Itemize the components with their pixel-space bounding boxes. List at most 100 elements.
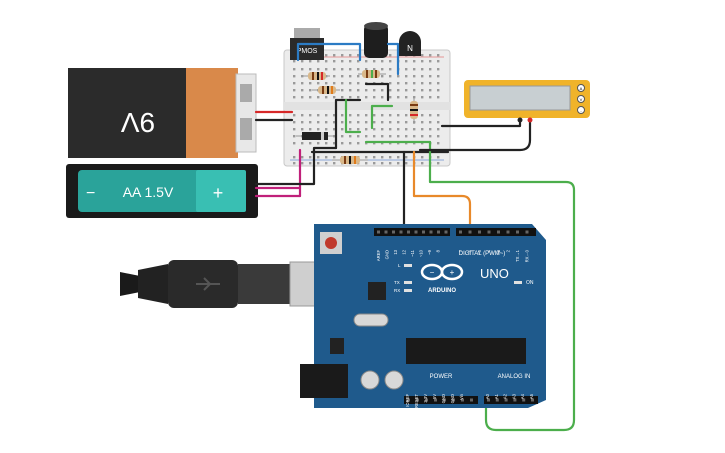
on-label: ON	[526, 280, 534, 286]
battery-aa-label: AA 1.5V	[123, 184, 174, 200]
pin-label: GND	[450, 394, 455, 403]
multimeter-terminal-v[interactable]	[577, 95, 585, 103]
capacitor[interactable]	[364, 22, 388, 58]
battery-aa-plus: +	[213, 183, 224, 203]
header-power[interactable]	[404, 396, 478, 404]
wires	[254, 42, 576, 432]
wire-orange-d7[interactable]	[412, 150, 472, 230]
diode[interactable]	[296, 132, 334, 140]
pin-label: 2	[506, 249, 511, 252]
resistor-2[interactable]	[312, 86, 340, 94]
wire-blue-2[interactable]	[386, 42, 400, 76]
resistor-5[interactable]	[332, 156, 368, 164]
pin-label: AREF	[376, 250, 381, 262]
pin-label: A4	[520, 393, 525, 399]
header-analog[interactable]	[484, 396, 538, 404]
led-rx	[404, 289, 412, 292]
reset-button-cap	[325, 237, 337, 249]
multimeter-terminal-a[interactable]	[577, 84, 585, 92]
battery-9v-label: 9V	[121, 107, 156, 138]
pin-label: RX←0	[525, 249, 530, 262]
multimeter-display	[469, 85, 571, 111]
battery-aa-minus: −	[86, 185, 95, 202]
terminal-a-label: A	[580, 86, 583, 91]
breadboard[interactable]	[283, 49, 451, 167]
usb-icon	[196, 277, 220, 291]
pin-label: 12	[402, 249, 407, 254]
pin-label: 7	[458, 249, 463, 252]
pin-label: A1	[494, 393, 499, 399]
pin-label: ~10	[419, 249, 424, 257]
battery-terminal-negative	[240, 118, 252, 140]
atmega-chip	[406, 338, 526, 364]
power-label: POWER	[430, 374, 453, 380]
board-capacitor-2	[384, 370, 404, 390]
battery-aa[interactable]: − AA 1.5V +	[66, 164, 258, 218]
pin-label: RESET	[414, 394, 419, 408]
pin-label: Vin	[459, 393, 464, 400]
npn-transistor[interactable]: N	[399, 31, 421, 56]
wire-black-meter-2[interactable]	[418, 118, 532, 152]
multimeter-terminal-com[interactable]	[577, 106, 585, 114]
resistor-3[interactable]	[358, 70, 386, 78]
pin-label: A0	[485, 393, 490, 399]
pin-label: ~11	[410, 249, 415, 256]
pin-label: A2	[503, 393, 508, 399]
arduino-logo-text: ARDUINO	[428, 288, 456, 294]
pin-label: 5V	[432, 394, 437, 399]
transistor-label: N	[407, 44, 413, 53]
pin-label: ~9	[427, 249, 432, 254]
digital-label: DIGITAL (PWM~)	[459, 251, 506, 257]
led-label-tx: TX	[394, 280, 400, 285]
usb-cable[interactable]	[120, 260, 349, 308]
usb-chip	[368, 282, 386, 300]
pin-label: A5	[529, 393, 534, 399]
pin-label: 13	[393, 249, 398, 254]
wire-black-meter[interactable]	[440, 118, 522, 128]
led-label-l: L	[398, 263, 401, 268]
header-digital-high[interactable]	[374, 228, 450, 236]
analog-label: ANALOG IN	[498, 374, 531, 380]
pin-label: A3	[511, 393, 516, 399]
multimeter[interactable]: A V -	[464, 80, 590, 118]
svg-text:+: +	[450, 268, 455, 277]
wire-green-2[interactable]	[370, 104, 394, 130]
terminal-v-label: V	[580, 97, 583, 102]
on-led	[514, 281, 522, 284]
led-label-rx: RX	[394, 288, 400, 293]
pin-label: ~6	[468, 249, 473, 254]
header-digital-low[interactable]	[456, 228, 536, 236]
battery-9v[interactable]: 9V	[68, 68, 257, 158]
pin-label: IOREF	[405, 394, 410, 407]
wire-green-a0[interactable]	[428, 140, 576, 432]
wire-green-1[interactable]	[344, 98, 362, 134]
pin-label: ~3	[496, 249, 501, 254]
resistor-4[interactable]	[410, 96, 418, 124]
regulator	[330, 338, 344, 354]
board-capacitor-1	[360, 370, 380, 390]
led-l	[404, 264, 412, 267]
power-jack[interactable]	[300, 364, 348, 398]
terminal-com-label: -	[580, 108, 582, 113]
pin-label: 3.3V	[423, 394, 428, 403]
crystal	[353, 313, 389, 327]
pin-label: ~5	[477, 249, 482, 254]
wire-blue-1[interactable]	[296, 42, 362, 62]
led-tx	[404, 281, 412, 284]
pin-label: 8	[436, 249, 441, 252]
resistor-1[interactable]	[302, 72, 330, 80]
arduino-model: UNO	[480, 266, 509, 281]
arduino-uno[interactable]: − + UNO ARDUINO DIGITAL (PWM~) POWER ANA…	[300, 224, 546, 408]
battery-terminal-positive	[240, 84, 252, 102]
pin-label: GND	[441, 394, 446, 403]
svg-text:−: −	[430, 268, 435, 277]
pmos-label: PMOS	[297, 48, 318, 55]
wire-black-3[interactable]	[334, 98, 362, 150]
arduino-logo: − +	[420, 263, 464, 281]
wire-black-4[interactable]	[364, 82, 390, 102]
wire-black-2[interactable]	[254, 146, 338, 186]
pin-label: TX→1	[515, 249, 520, 262]
